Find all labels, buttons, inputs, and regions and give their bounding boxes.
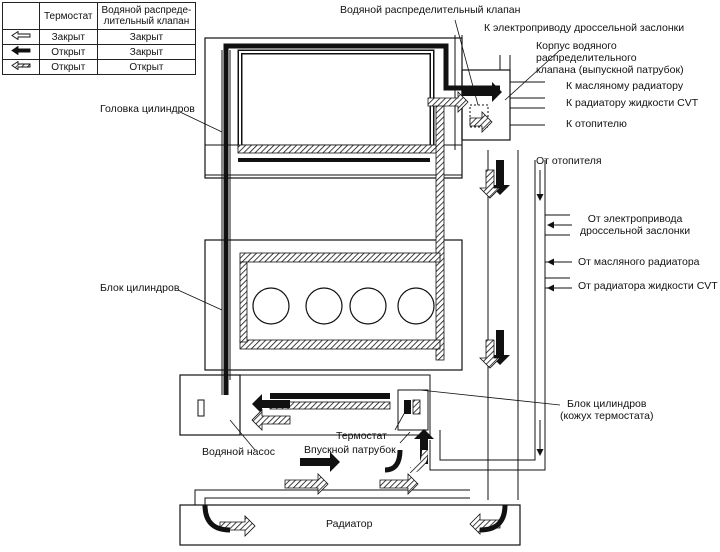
legend-thermostat-state: Открыт [39,59,98,75]
cylinder-head-outline [204,37,463,179]
valve-housing [461,55,545,141]
thermostat-housing [397,389,429,431]
legend-row: Открыт Открыт [2,59,197,75]
return-piping [429,150,572,500]
label-thermostat: Термостат [336,430,387,442]
label-cylinder-head: Головка цилиндров [100,103,195,115]
legend-header-thermostat: Термостат [39,2,98,30]
water-pump-housing [179,374,431,436]
legend-valve-state: Закрыт [96,44,197,60]
label-to-throttle: К электроприводу дроссельной заслонки [484,22,685,34]
leader-lines [177,19,561,451]
legend-header-row: Термостат Водяной распреде- лительный кл… [2,2,197,30]
legend-valve-state: Закрыт [96,29,197,45]
label-from-heater: От отопителя [536,155,602,167]
label-cylinder-block: Блок цилиндров [100,282,180,294]
legend-thermostat-state: Открыт [39,44,98,60]
legend-row: Открыт Закрыт [2,44,197,60]
label-valve-top: Водяной распределительный клапан [340,4,521,16]
legend-header-symbol [2,2,40,30]
label-intake-pipe: Впускной патрубок [304,444,396,456]
label-from-throttle: От электропривода дроссельной заслонки [580,213,691,237]
solid-arrow-icon [2,44,40,60]
label-valve-housing: Корпус водяного распределительного клапа… [536,40,684,76]
cylinder-block-outline [204,239,463,371]
label-radiator: Радиатор [326,518,373,530]
label-to-cvt-radiator: К радиатору жидкости CVT [566,97,699,109]
legend-table: Термостат Водяной распреде- лительный кл… [2,2,197,75]
legend-header-valve: Водяной распреде- лительный клапан [96,2,197,30]
hatched-arrow-icon [2,59,40,75]
label-to-heater: К отопителю [566,118,627,130]
cylinders [252,287,435,325]
legend-row: Закрыт Закрыт [2,29,197,45]
label-block-thermostat: Блок цилиндров (кожух термостата) [560,398,654,422]
legend-valve-state: Открыт [96,59,197,75]
label-from-cvt-radiator: От радиатора жидкости CVT [578,280,718,292]
label-water-pump: Водяной насос [202,446,275,458]
label-from-oil-radiator: От масляного радиатора [578,256,700,268]
label-to-oil-radiator: К масляному радиатору [566,80,684,92]
water-jacket-head [237,49,445,361]
legend-thermostat-state: Закрыт [39,29,98,45]
water-jacket-block [221,50,441,395]
hollow-arrow-icon [2,29,40,45]
radiator-box [179,489,521,546]
flow-arrows [202,82,510,537]
